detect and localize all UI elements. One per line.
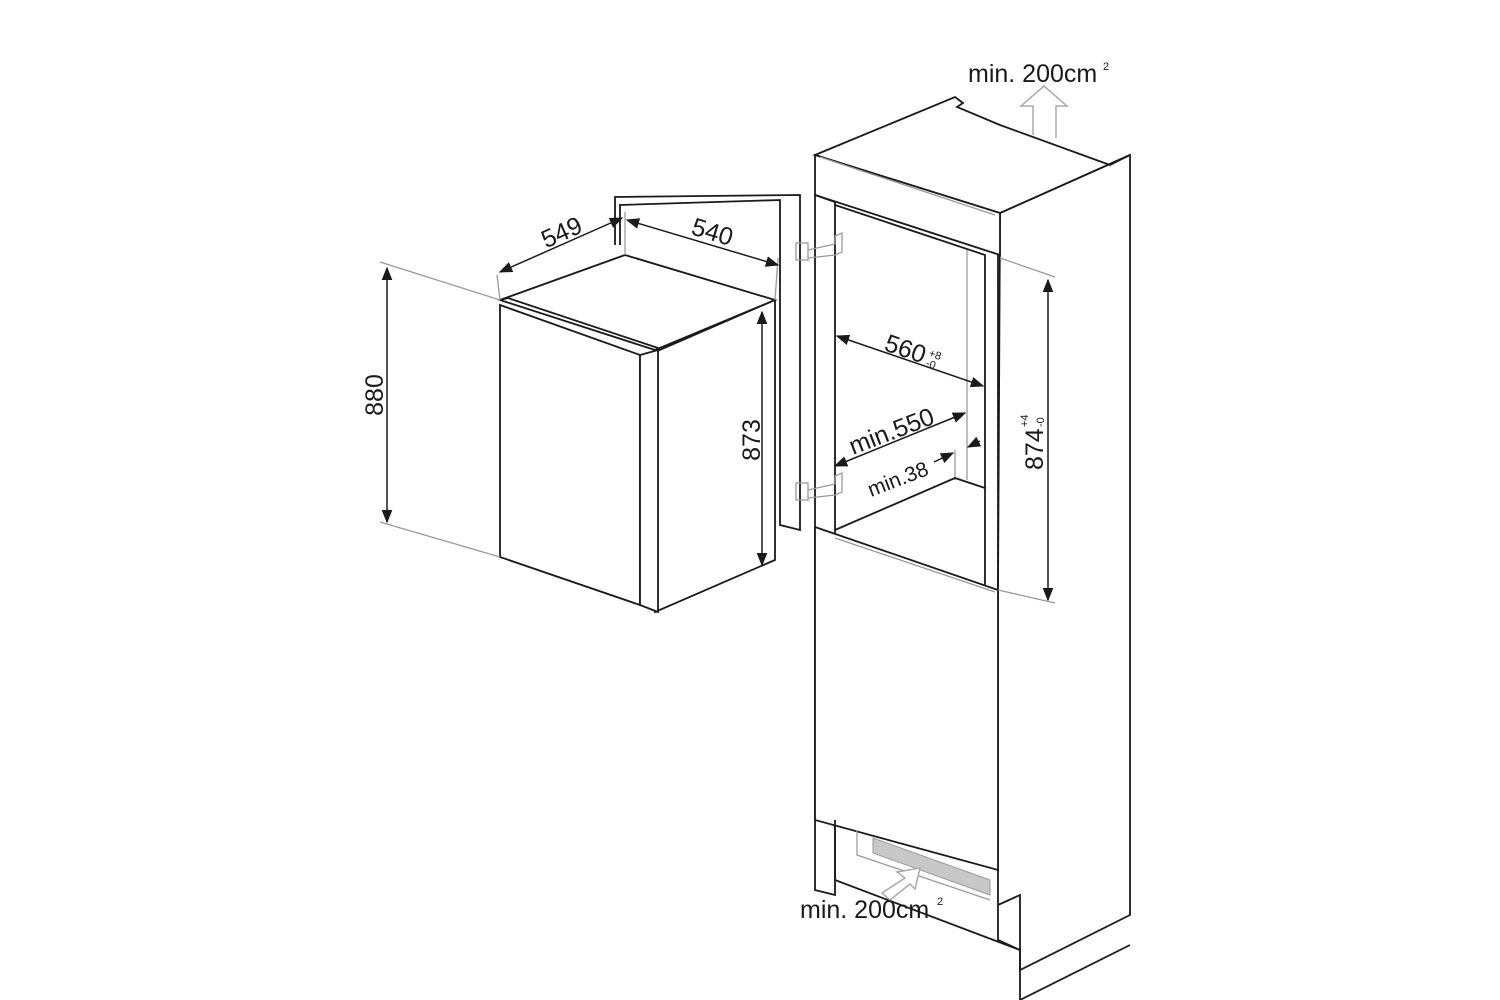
dimension-label: 560	[881, 329, 930, 369]
hinge-top-icon	[795, 232, 843, 261]
vent-bottom-arrow-icon	[880, 867, 921, 901]
dimension-label: 874	[1021, 428, 1049, 470]
appliance-door-front	[499, 303, 641, 607]
dimension-874: 874 +4 -0	[997, 257, 1056, 604]
vent-bottom-sup: 2	[937, 896, 943, 908]
dimension-label: min.550	[845, 403, 938, 461]
tolerance-minus: -0	[1035, 417, 1047, 427]
door-top-edge	[499, 297, 659, 349]
dimension-560: 560 +8 -0	[835, 329, 985, 388]
dimension-873: 873	[738, 310, 768, 567]
cabinet	[795, 95, 1131, 1000]
dimension-label: 549	[537, 211, 587, 254]
vent-top-sup: 2	[1103, 61, 1109, 73]
tolerance-plus: +4	[1019, 414, 1031, 427]
appliance-door-edge	[639, 348, 659, 614]
tolerance-plus: +8	[927, 347, 943, 362]
dimension-label: 873	[738, 419, 766, 461]
hinge-bottom-icon	[795, 472, 843, 501]
vent-top-label: min. 200cm	[968, 60, 1097, 88]
dimension-label: 540	[688, 213, 736, 252]
dimension-label: min.38	[865, 458, 932, 502]
appliance-unit	[497, 254, 778, 614]
cabinet-door-open	[614, 194, 801, 532]
dimension-880: 880	[361, 261, 501, 558]
dimension-label: 880	[361, 374, 389, 416]
tolerance-minus: -0	[924, 357, 937, 372]
vent-bottom-label: min. 200cm	[800, 896, 929, 924]
vent-top-arrow-icon	[1018, 85, 1070, 138]
vent-grille	[872, 837, 991, 896]
